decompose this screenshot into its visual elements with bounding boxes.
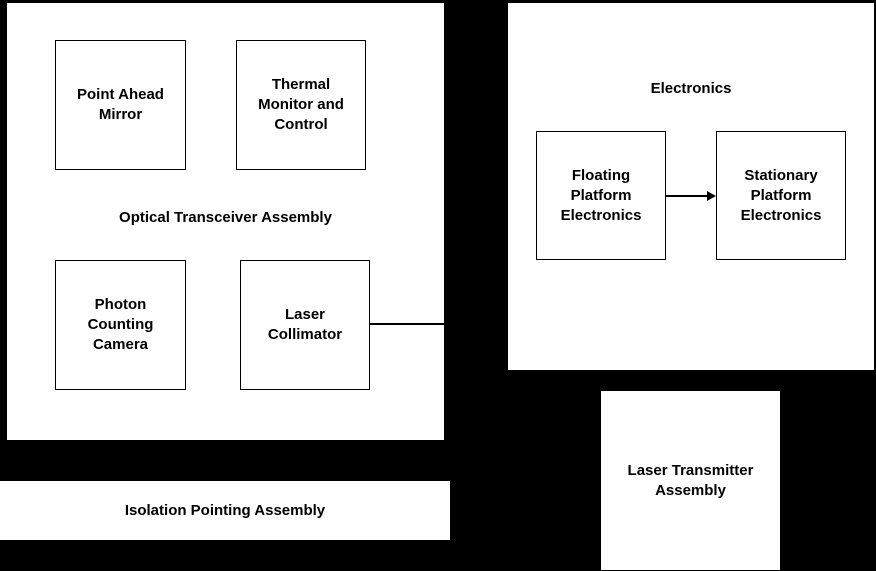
box-laser-collimator-label: Laser Collimator (267, 306, 343, 343)
optical-transceiver-assembly-title: Optical Transceiver Assembly (119, 209, 332, 226)
box-floating-platform-electronics-label: Floating Platform Electronics (560, 166, 642, 224)
box-thermal-monitor-and-control-label: Thermal Monitor and Control (258, 76, 344, 133)
floating-to-stationary-arrow-line (666, 195, 708, 197)
box-laser-transmitter-assembly-label: Laser Transmitter Assembly (627, 461, 754, 499)
box-stationary-platform-electronics-label: Stationary Platform Electronics (740, 166, 822, 224)
box-laser-collimator: Laser Collimator (240, 260, 370, 390)
floating-to-stationary-arrowhead-icon (707, 191, 716, 201)
laser-collimator-output-connector-line (370, 323, 444, 325)
electronics-title: Electronics (650, 80, 732, 97)
box-floating-platform-electronics: Floating Platform Electronics (536, 131, 666, 260)
isolation-pointing-assembly-bar: Isolation Pointing Assembly (0, 481, 450, 540)
box-point-ahead-mirror-label: Point Ahead Mirror (77, 86, 164, 123)
isolation-pointing-assembly-label: Isolation Pointing Assembly (124, 501, 326, 519)
box-laser-transmitter-assembly: Laser Transmitter Assembly (601, 391, 780, 570)
box-thermal-monitor-and-control: Thermal Monitor and Control (236, 40, 366, 170)
electronics-panel: Electronics Floating Platform Electronic… (508, 3, 874, 370)
optical-transceiver-assembly-panel: Point Ahead Mirror Thermal Monitor and C… (7, 3, 444, 440)
box-photon-counting-camera-label: Photon Counting Camera (87, 296, 154, 353)
box-stationary-platform-electronics: Stationary Platform Electronics (716, 131, 846, 260)
box-point-ahead-mirror: Point Ahead Mirror (55, 40, 186, 170)
box-photon-counting-camera: Photon Counting Camera (55, 260, 186, 390)
